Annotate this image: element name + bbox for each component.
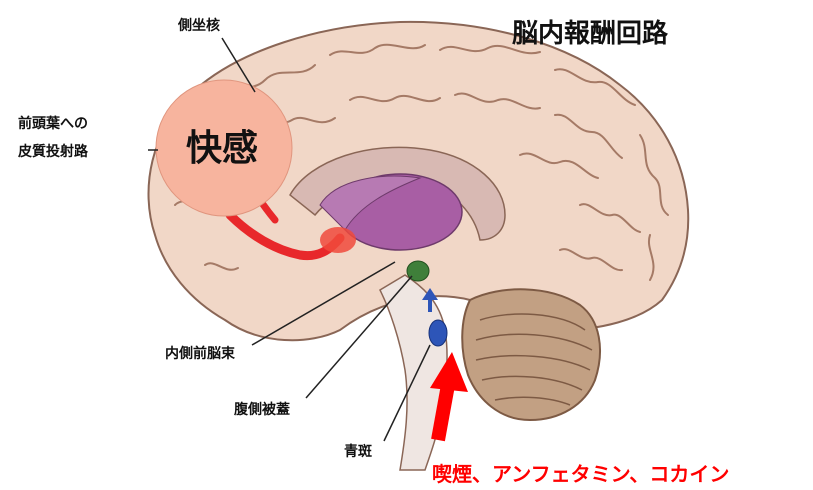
- pleasure-circle-group: 快感: [156, 80, 292, 216]
- drugs-caption: 喫煙、アンフェタミン、コカイン: [432, 462, 729, 486]
- label-septal: 側坐核: [177, 17, 220, 34]
- brainstem: [380, 275, 447, 470]
- blue-nucleus: [429, 320, 447, 346]
- pleasure-label: 快感: [186, 128, 258, 169]
- label-projection-line2: 皮質投射路: [17, 143, 89, 160]
- cerebellum: [462, 289, 600, 420]
- diagram-title: 脳内報酬回路: [511, 18, 669, 49]
- label-projection-line1: 前頭葉への: [18, 115, 88, 132]
- label-mfb: 内側前脳束: [165, 345, 236, 362]
- red-arrow-shaft: [438, 385, 448, 440]
- nucleus-accumbens-glow: [320, 227, 356, 253]
- label-locus: 青斑: [344, 443, 372, 460]
- label-vta: 腹側被蓋: [234, 401, 290, 418]
